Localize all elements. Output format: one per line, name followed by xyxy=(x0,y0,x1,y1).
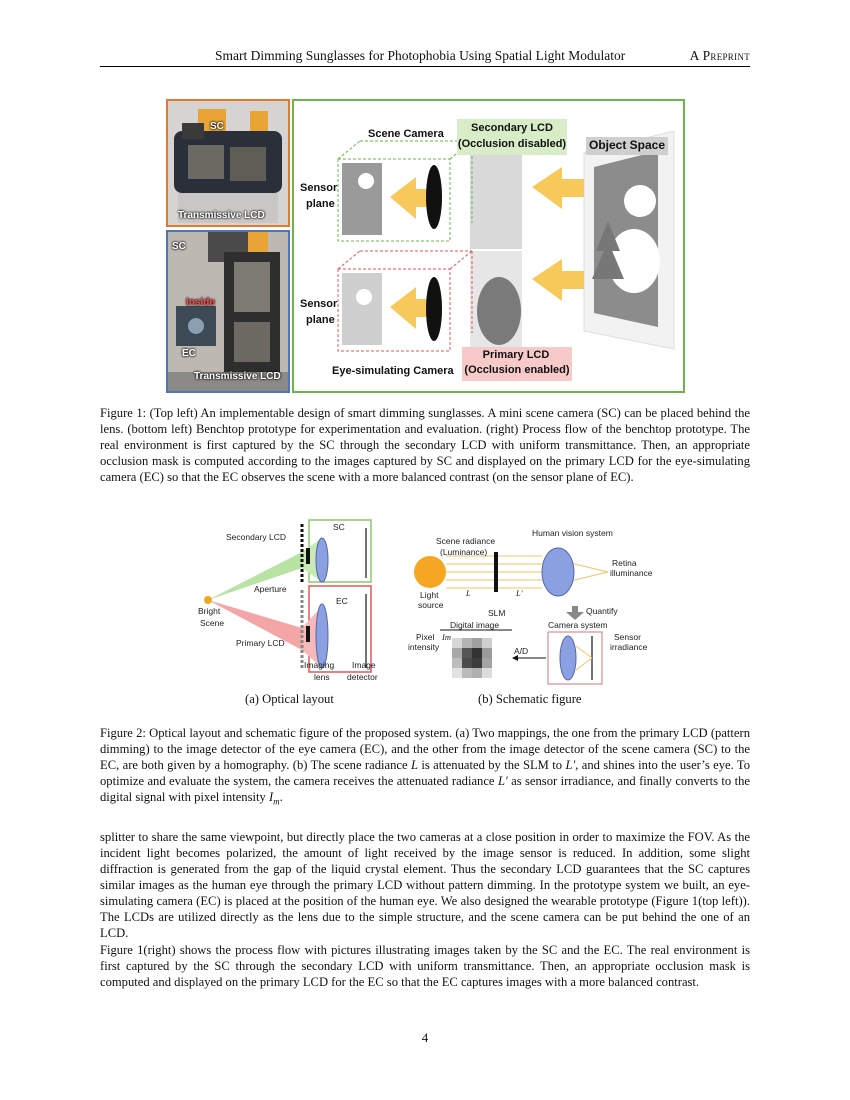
figure1-process-diagram: Scene Camera Secondary LCD (Occlusion di… xyxy=(292,99,685,393)
slm-caption: SLM xyxy=(488,608,506,618)
header-tag: A Preprint xyxy=(689,48,750,63)
transmissive-lcd-label-bottom: Transmissive LCD xyxy=(194,371,281,382)
intensity-caption: intensity xyxy=(408,642,440,652)
figure1-top-left-photo: SC Transmissive LCD xyxy=(166,99,290,227)
caption-part-4: as sensor irradiance, and finally conver… xyxy=(100,774,750,804)
body-paragraph-1: splitter to share the same viewpoint, bu… xyxy=(100,830,750,940)
scene-caption: Scene xyxy=(200,618,225,628)
sensor-plane-label-2a: Sensor xyxy=(300,298,338,310)
L-caption: L xyxy=(466,588,471,598)
digital-image-caption: Digital image xyxy=(450,620,500,630)
body-paragraph-2: Figure 1(right) shows the process flow w… xyxy=(100,943,750,989)
lens-caption: lens xyxy=(314,672,330,682)
sensor-caption: Sensor xyxy=(614,632,641,642)
inside-label: Inside xyxy=(186,297,215,308)
figure2a-subcaption: (a) Optical layout xyxy=(245,692,334,706)
math-Im-sub: m xyxy=(273,796,280,807)
image-caption: Image xyxy=(352,660,376,670)
secondary-lcd-sub-label: (Occlusion disabled) xyxy=(457,138,567,150)
retina-caption: Retina xyxy=(612,558,637,568)
transmissive-lcd-label-top: Transmissive LCD xyxy=(178,210,265,221)
header-title: Smart Dimming Sunglasses for Photophobia… xyxy=(215,48,626,63)
figure2b-subcaption: (b) Schematic figure xyxy=(478,692,582,706)
scene-radiance-caption: Scene radiance xyxy=(436,536,496,546)
caption-part-5: . xyxy=(279,790,283,804)
eye-camera-label: Eye-simulating Camera xyxy=(332,365,454,377)
primary-lcd-caption: Primary LCD xyxy=(236,638,285,648)
caption-part-3: , and shines into the user’s eye. To opt… xyxy=(100,758,750,788)
figure2-caption: Figure 2: Optical layout and schematic f… xyxy=(100,725,750,810)
quantify-caption: Quantify xyxy=(586,606,618,616)
camera-system-caption: Camera system xyxy=(548,620,608,630)
figure2a-optical-layout: Secondary LCD SC Aperture Bright Scene E… xyxy=(196,518,386,688)
illuminance-caption: illuminance xyxy=(610,568,653,578)
sunglasses-photo xyxy=(168,101,288,225)
object-space-label: Object Space xyxy=(588,138,666,152)
ad-caption: A/D xyxy=(514,646,529,656)
caption-part-2: is attenuated by the SLM to xyxy=(417,758,566,772)
page-number: 4 xyxy=(421,1030,429,1045)
sc-label-bottom: SC xyxy=(172,241,186,252)
math-Lprime-2: L′ xyxy=(497,774,508,788)
Lprime-caption: L′ xyxy=(516,588,523,598)
aperture-caption: Aperture xyxy=(254,584,287,594)
human-vision-caption: Human vision system xyxy=(532,528,613,538)
benchtop-photo xyxy=(168,232,288,391)
pixel-caption: Pixel xyxy=(416,632,435,642)
running-header: Smart Dimming Sunglasses for Photophobia… xyxy=(100,48,750,67)
figure2b-schematic: Human vision system Scene radiance (Lumi… xyxy=(408,524,658,690)
Im-caption: Im xyxy=(442,632,451,642)
detector-caption: detector xyxy=(347,672,378,682)
math-L: L xyxy=(410,758,418,772)
primary-lcd-label: Primary LCD xyxy=(482,349,550,361)
irradiance-caption: irradiance xyxy=(610,642,648,652)
secondary-lcd-caption: Secondary LCD xyxy=(226,532,287,542)
figure1-caption: Figure 1: (Top left) An implementable de… xyxy=(100,406,750,484)
ec-label: EC xyxy=(182,348,196,359)
sc-caption: SC xyxy=(333,522,345,532)
sc-label-top: SC xyxy=(210,121,224,132)
ec-caption: EC xyxy=(336,596,348,606)
sensor-plane-label-2b: plane xyxy=(306,314,335,326)
sensor-plane-label-1a: Sensor xyxy=(300,182,338,194)
math-Im: I xyxy=(268,790,274,804)
figure1-bottom-left-photo: SC Inside EC Transmissive LCD xyxy=(166,230,290,393)
source-caption: source xyxy=(418,600,444,610)
process-flow-graphic xyxy=(337,119,675,381)
light-caption: Light xyxy=(420,590,439,600)
primary-lcd-sub-label: (Occlusion enabled) xyxy=(464,364,570,376)
sensor-plane-label-1b: plane xyxy=(306,198,335,210)
scene-camera-label: Scene Camera xyxy=(368,128,444,140)
caption-part-1: Figure 2: Optical layout and schematic f… xyxy=(100,726,750,772)
imaging-caption: Imaging xyxy=(304,660,335,670)
schematic-graphic xyxy=(414,547,609,685)
luminance-caption: (Luminance) xyxy=(440,547,488,557)
bright-caption: Bright xyxy=(198,606,221,616)
optical-layout-graphic xyxy=(204,519,372,673)
secondary-lcd-label: Secondary LCD xyxy=(471,122,553,134)
math-Lprime: L′ xyxy=(565,758,576,772)
